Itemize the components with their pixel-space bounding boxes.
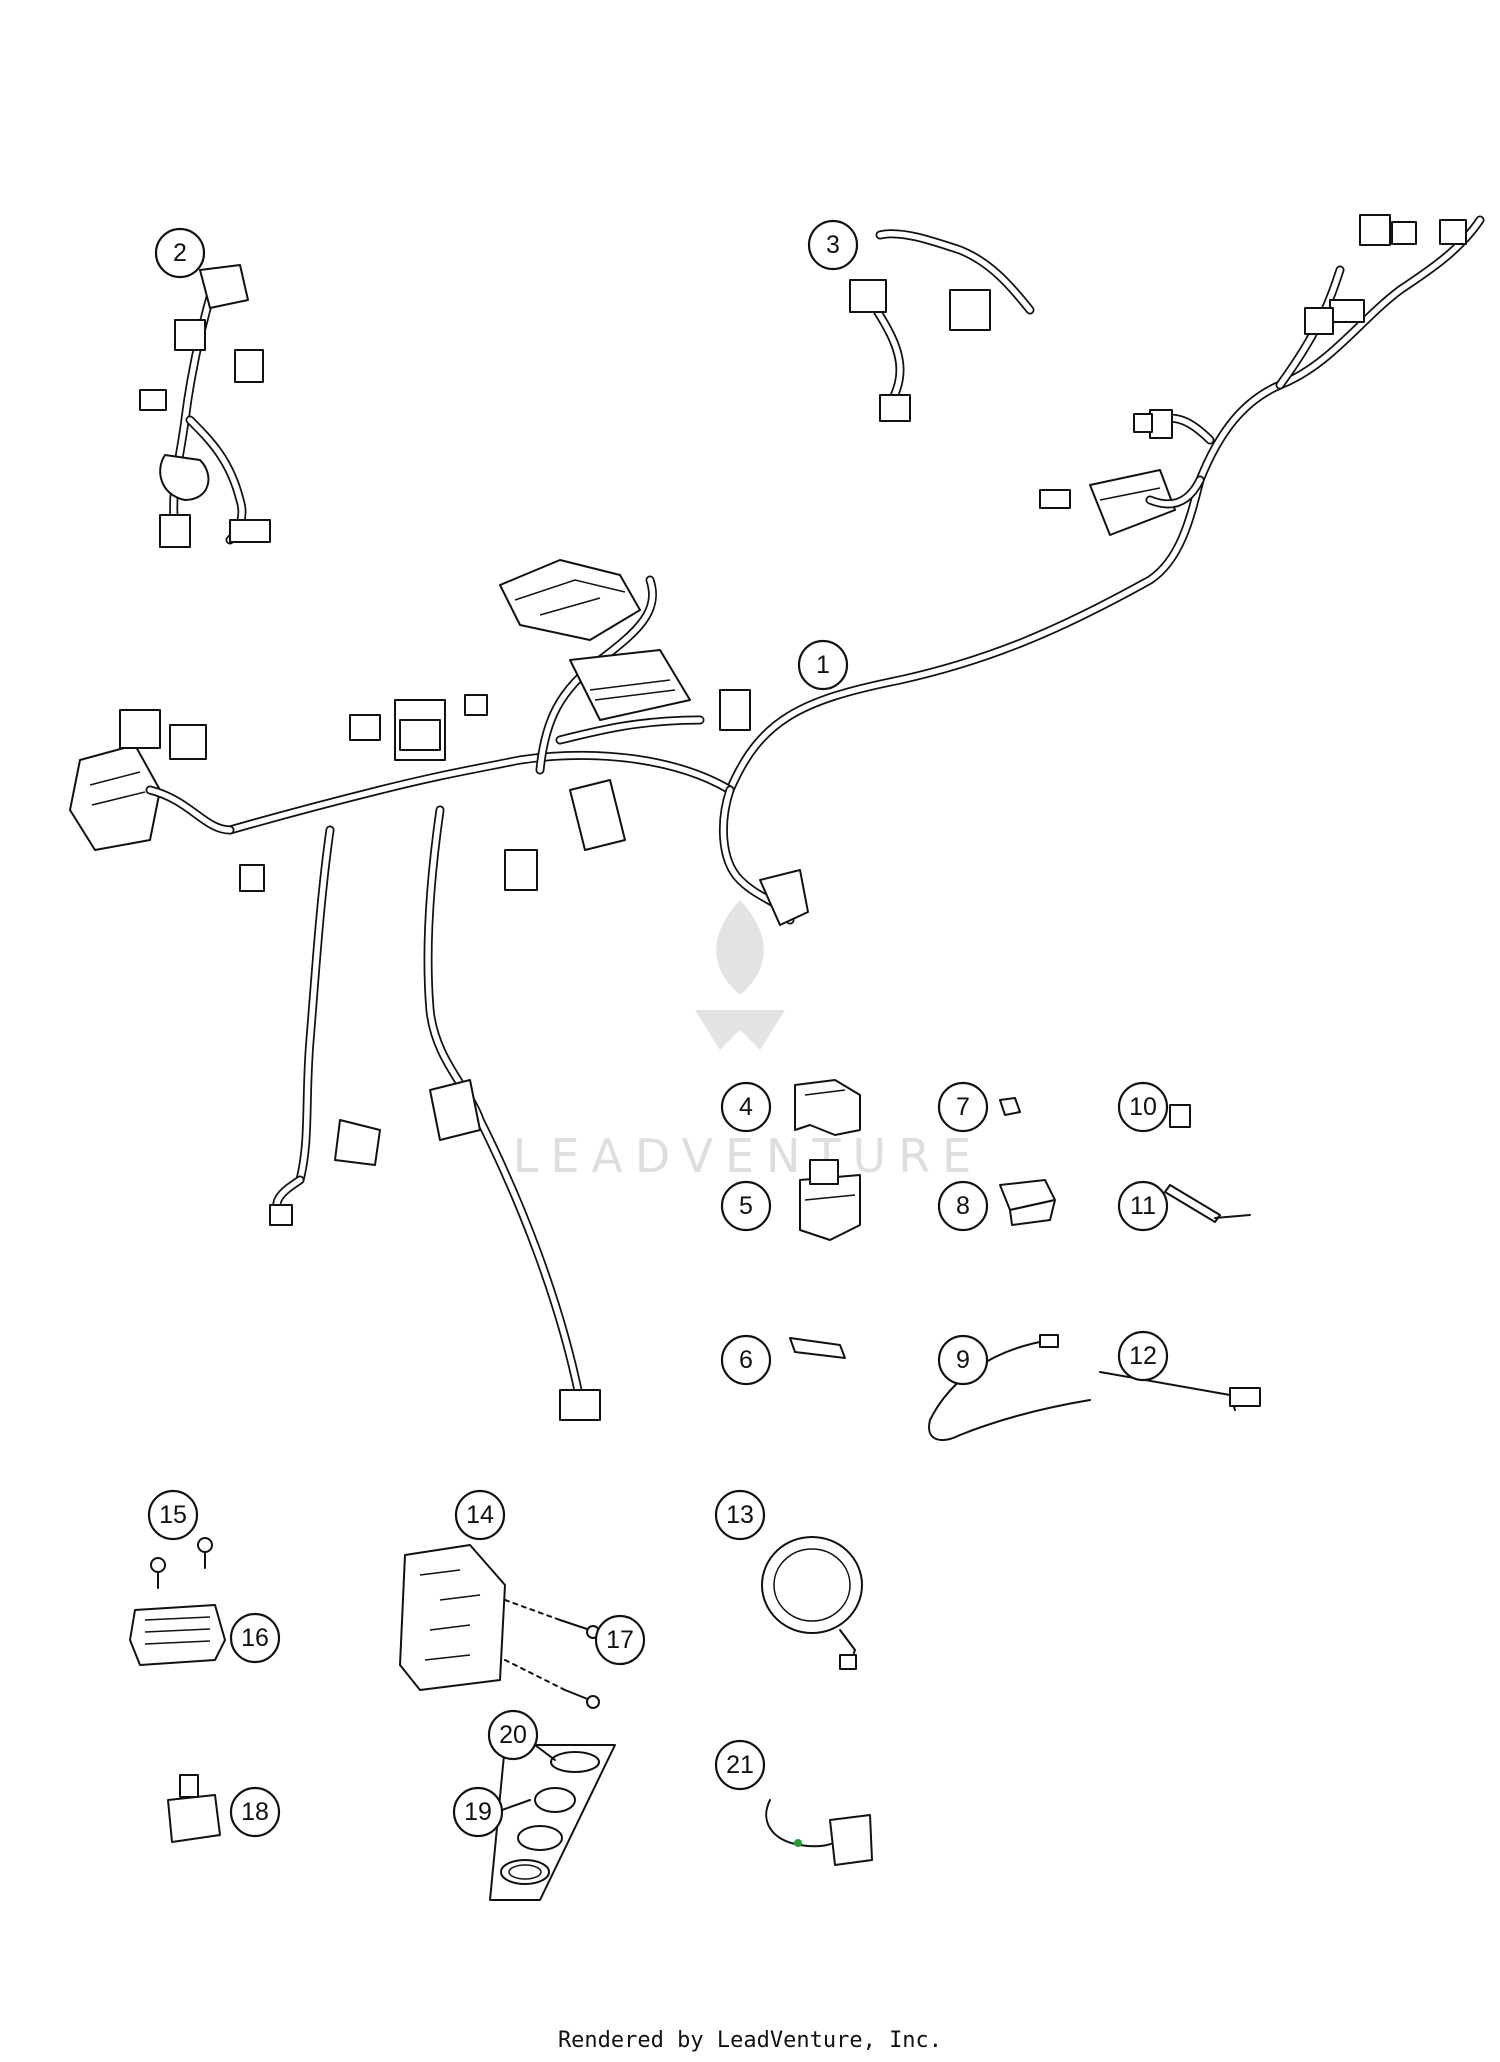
callout-number: 6	[739, 1346, 753, 1374]
part-15-screws	[150, 1537, 213, 1589]
main-wiring-harness	[69, 214, 1485, 1421]
leader-line-20	[534, 1744, 556, 1761]
callout-6: 6	[720, 1334, 772, 1386]
part-6-fuse-strip	[789, 1337, 846, 1359]
sub-harness-2	[139, 264, 271, 548]
callout-number: 8	[956, 1192, 970, 1220]
part-17-screws	[504, 1599, 600, 1709]
callout-number: 14	[466, 1501, 494, 1529]
callout-11: 11	[1117, 1180, 1169, 1232]
sub-harness-3	[849, 229, 1035, 422]
part-7-clip	[999, 1097, 1021, 1116]
part-4-cover	[794, 1079, 861, 1136]
part-19-20-socket	[489, 1744, 616, 1901]
callout-number: 16	[241, 1624, 269, 1652]
part-11-pin	[1164, 1184, 1251, 1223]
callout-number: 1	[816, 651, 830, 679]
part-5-relay	[799, 1159, 861, 1241]
callout-2: 2	[154, 227, 206, 279]
callout-20: 20	[487, 1709, 539, 1761]
callout-8: 8	[937, 1180, 989, 1232]
callout-7: 7	[937, 1081, 989, 1133]
callout-number: 2	[173, 239, 187, 267]
part-10-fuse	[1169, 1104, 1191, 1128]
callout-number: 19	[464, 1798, 492, 1826]
watermark-text: LEADVENTURE	[513, 1129, 984, 1183]
callout-number: 9	[956, 1346, 970, 1374]
footer-credit: Rendered by LeadVenture, Inc.	[557, 2028, 943, 2053]
callout-number: 12	[1129, 1342, 1157, 1370]
part-16-regulator	[129, 1604, 226, 1666]
leader-line-19	[501, 1799, 531, 1811]
callout-5: 5	[720, 1180, 772, 1232]
callout-number: 11	[1130, 1192, 1156, 1220]
callout-14: 14	[454, 1489, 506, 1541]
callout-number: 4	[739, 1093, 753, 1121]
callout-number: 20	[499, 1721, 527, 1749]
part-12-ground-wire	[1099, 1371, 1261, 1411]
part-18-flasher-relay	[167, 1774, 221, 1843]
callout-number: 17	[606, 1626, 634, 1654]
callout-4: 4	[720, 1081, 772, 1133]
callout-number: 18	[241, 1798, 269, 1826]
callout-16: 16	[229, 1612, 281, 1664]
callout-number: 15	[159, 1501, 187, 1529]
callout-13: 13	[714, 1489, 766, 1541]
part-21-adapter-cable	[765, 1799, 873, 1866]
part-13-horn	[761, 1536, 863, 1670]
callout-12: 12	[1117, 1330, 1169, 1382]
watermark-logo	[695, 900, 785, 1050]
callout-number: 10	[1129, 1093, 1157, 1121]
callout-number: 13	[726, 1501, 754, 1529]
callout-19: 19	[452, 1786, 504, 1838]
callout-9: 9	[937, 1334, 989, 1386]
callout-21: 21	[714, 1739, 766, 1791]
part-8-relay	[999, 1179, 1056, 1226]
callout-18: 18	[229, 1786, 281, 1838]
callout-number: 7	[956, 1093, 970, 1121]
callout-3: 3	[807, 219, 859, 271]
callout-number: 21	[726, 1751, 754, 1779]
part-14-bracket	[399, 1544, 506, 1691]
callout-number: 5	[739, 1192, 753, 1220]
callout-17: 17	[594, 1614, 646, 1666]
callout-1: 1	[797, 639, 849, 691]
callout-15: 15	[147, 1489, 199, 1541]
callout-number: 3	[826, 231, 840, 259]
callout-10: 10	[1117, 1081, 1169, 1133]
